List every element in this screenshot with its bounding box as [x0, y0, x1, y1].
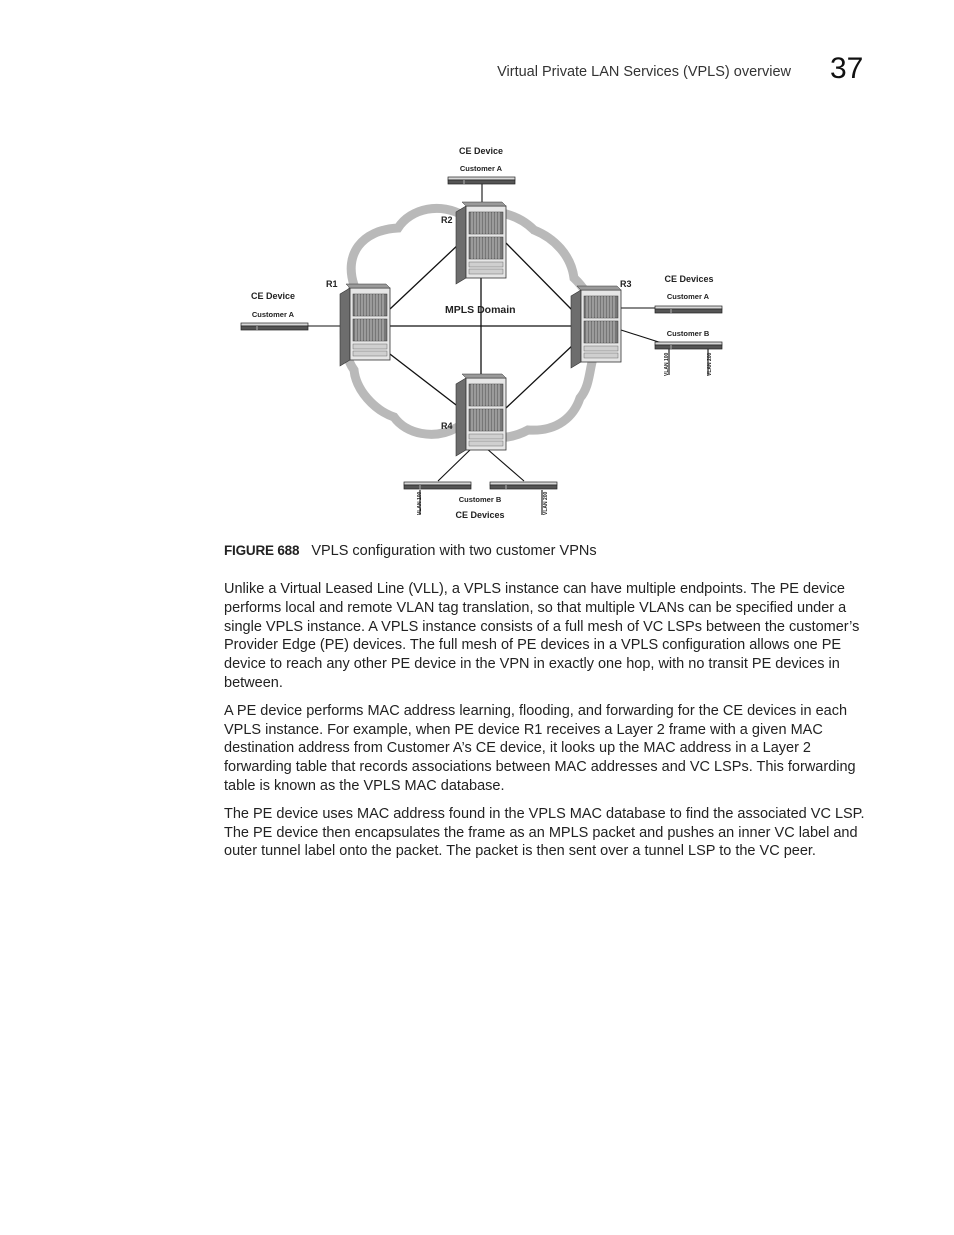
ce-switch-bottom-left [404, 482, 471, 489]
ce-left-customer: Customer A [252, 310, 295, 319]
ce-top-customer: Customer A [460, 164, 503, 173]
ce-right-title: CE Devices [664, 274, 713, 284]
figure-caption: FIGURE 688 VPLS configuration with two c… [224, 543, 597, 559]
router-label-r4: R4 [441, 421, 453, 431]
router-r3 [571, 286, 621, 368]
vpls-diagram-svg: R1 R2 R3 R4 MPLS Domain CE Device Custom… [236, 140, 736, 525]
ce-switch-right-b [655, 342, 722, 349]
figure-caption-text: VPLS configuration with two customer VPN… [311, 543, 596, 559]
figure-label: FIGURE 688 [224, 543, 299, 558]
paragraph: The PE device uses MAC address found in … [224, 805, 869, 861]
ce-right-vlan-100: VLAN 100 [664, 352, 670, 376]
ce-right-customer-b: Customer B [667, 329, 710, 338]
router-label-r1: R1 [326, 279, 338, 289]
ce-top-title: CE Device [459, 146, 503, 156]
ce-bottom-customer: Customer B [459, 495, 502, 504]
ce-right-customer-a: Customer A [667, 292, 710, 301]
router-r1 [340, 284, 390, 366]
body-text: Unlike a Virtual Leased Line (VLL), a VP… [224, 580, 869, 870]
ce-bottom-vlan-100: VLAN 100 [417, 491, 423, 515]
ce-left-title: CE Device [251, 291, 295, 301]
vpls-diagram: R1 R2 R3 R4 MPLS Domain CE Device Custom… [236, 140, 736, 525]
page-header-title: Virtual Private LAN Services (VPLS) over… [480, 64, 791, 80]
router-r4 [456, 374, 506, 456]
mpls-domain-label: MPLS Domain [445, 304, 516, 316]
ce-bottom-title: CE Devices [455, 510, 504, 520]
ce-switch-bottom-right [490, 482, 557, 489]
paragraph: A PE device performs MAC address learnin… [224, 702, 869, 796]
paragraph: Unlike a Virtual Leased Line (VLL), a VP… [224, 580, 869, 693]
router-label-r2: R2 [441, 215, 453, 225]
ce-switch-left [241, 323, 308, 330]
ce-switch-right-a [655, 306, 722, 313]
router-r2 [456, 202, 506, 284]
ce-bottom-vlan-200: VLAN 200 [543, 491, 549, 515]
router-label-r3: R3 [620, 279, 632, 289]
ce-right-vlan-200: VLAN 200 [707, 352, 713, 376]
ce-switch-top [448, 177, 515, 184]
chapter-number: 37 [830, 52, 863, 86]
